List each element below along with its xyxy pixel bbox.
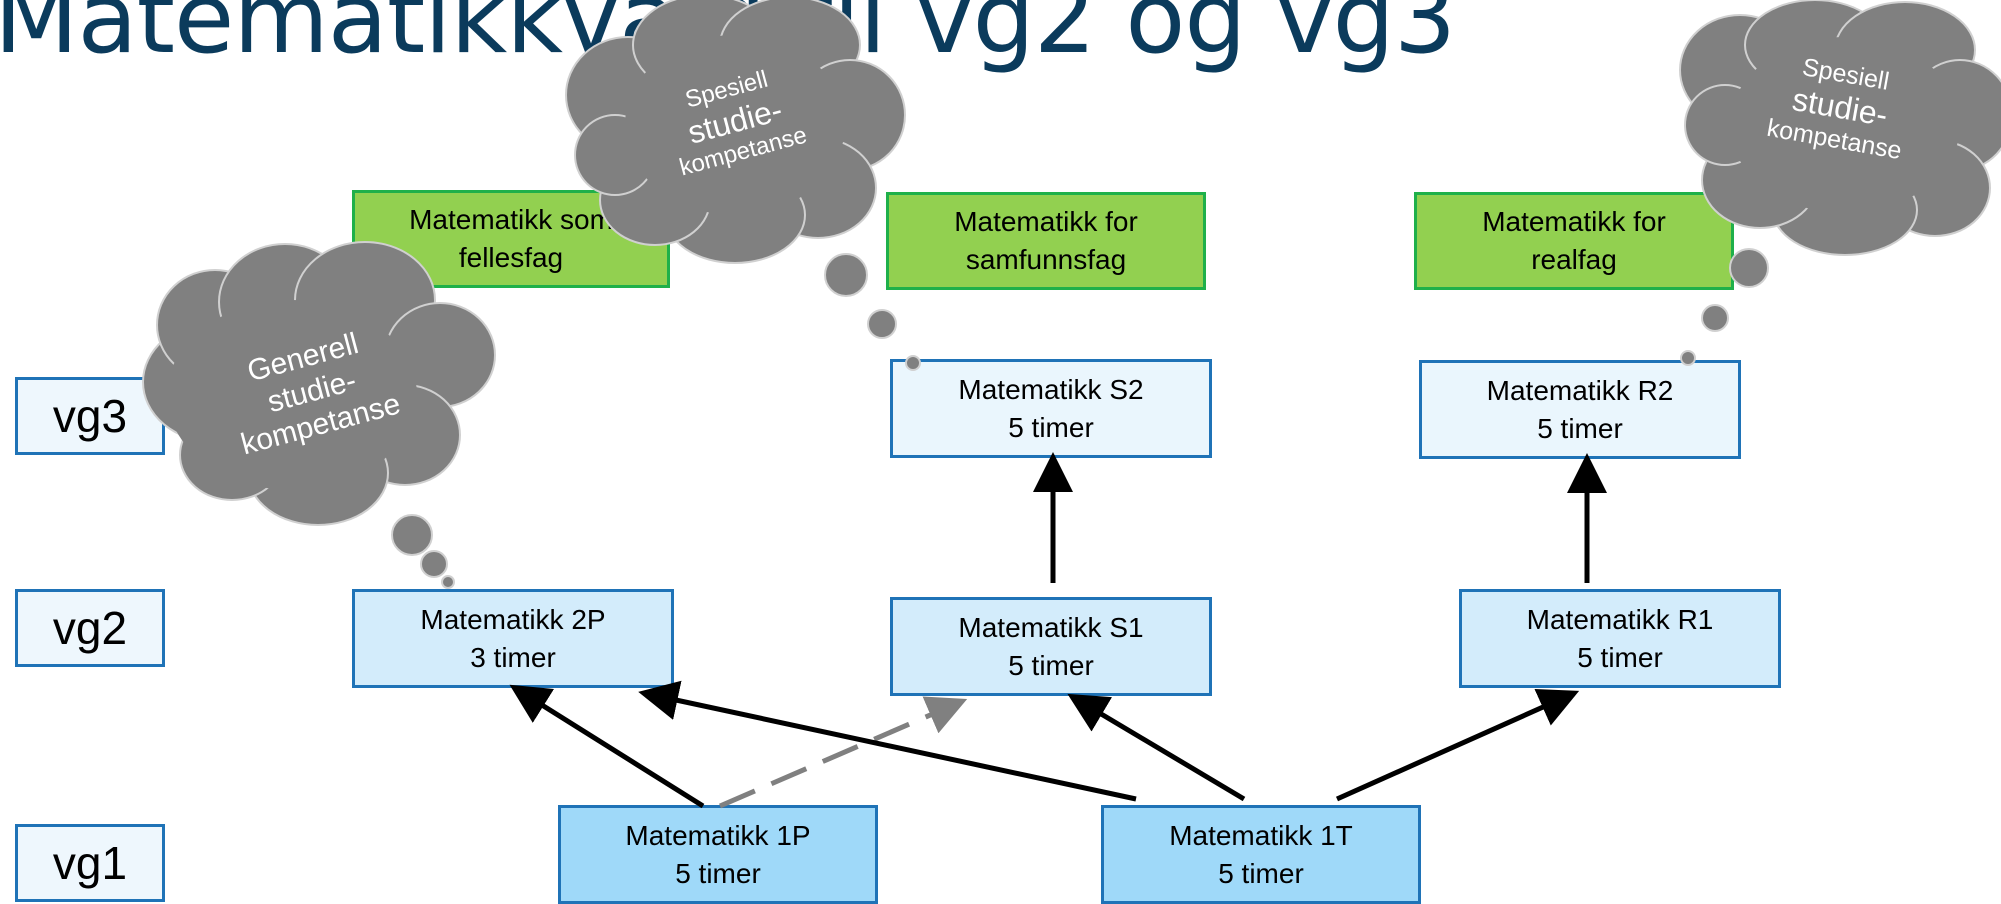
box-line: 5 timer xyxy=(1577,641,1663,673)
box-matematikk-samfunnsfag: Matematikk for samfunnsfag xyxy=(886,192,1206,290)
arrow-1p-to-s1-dashed xyxy=(719,696,968,809)
box-line: Matematikk S1 xyxy=(958,611,1144,643)
box-line: Matematikk for xyxy=(954,206,1138,237)
box-line: realfag xyxy=(1531,244,1617,275)
box-line: 3 timer xyxy=(470,641,556,673)
thought-cloud-spesiell-middle xyxy=(565,0,921,371)
level-vg1: vg1 xyxy=(15,824,165,902)
box-line: Matematikk 1T xyxy=(1169,819,1353,851)
box-matematikk-realfag: Matematikk for realfag xyxy=(1414,192,1734,290)
box-line: Matematikk R1 xyxy=(1526,603,1714,635)
box-line: 5 timer xyxy=(1537,412,1623,444)
arrow-1t-to-s1 xyxy=(1067,693,1246,802)
box-matematikk-r1: Matematikk R1 5 timer xyxy=(1459,589,1781,688)
box-line: 5 timer xyxy=(675,857,761,889)
box-line: 5 timer xyxy=(1008,649,1094,681)
box-line: Matematikk 2P xyxy=(420,603,606,635)
box-matematikk-s1: Matematikk S1 5 timer xyxy=(890,597,1212,696)
box-matematikk-2p: Matematikk 2P 3 timer xyxy=(352,589,674,688)
box-line: fellesfag xyxy=(458,242,564,273)
box-line: Matematikk 1P xyxy=(625,819,811,851)
level-vg3: vg3 xyxy=(15,377,165,455)
arrow-1t-to-2p xyxy=(638,680,1137,802)
box-line: Matematikk R2 xyxy=(1486,374,1674,406)
box-line: Matematikk som xyxy=(409,204,613,235)
arrow-1t-to-r1 xyxy=(1335,688,1580,802)
box-matematikk-1t: Matematikk 1T 5 timer xyxy=(1101,805,1421,904)
arrow-1p-to-2p xyxy=(509,684,705,809)
thought-cloud-spesiell-right xyxy=(1679,0,2001,366)
thought-cloud-generell xyxy=(142,241,496,589)
box-line: 5 timer xyxy=(1218,857,1304,889)
box-matematikk-1p: Matematikk 1P 5 timer xyxy=(558,805,878,904)
level-vg2: vg2 xyxy=(15,589,165,667)
box-line: Matematikk S2 xyxy=(958,373,1144,405)
box-line: Matematikk for xyxy=(1482,206,1666,237)
box-line: 5 timer xyxy=(1008,411,1094,443)
box-line: samfunnsfag xyxy=(965,244,1127,275)
